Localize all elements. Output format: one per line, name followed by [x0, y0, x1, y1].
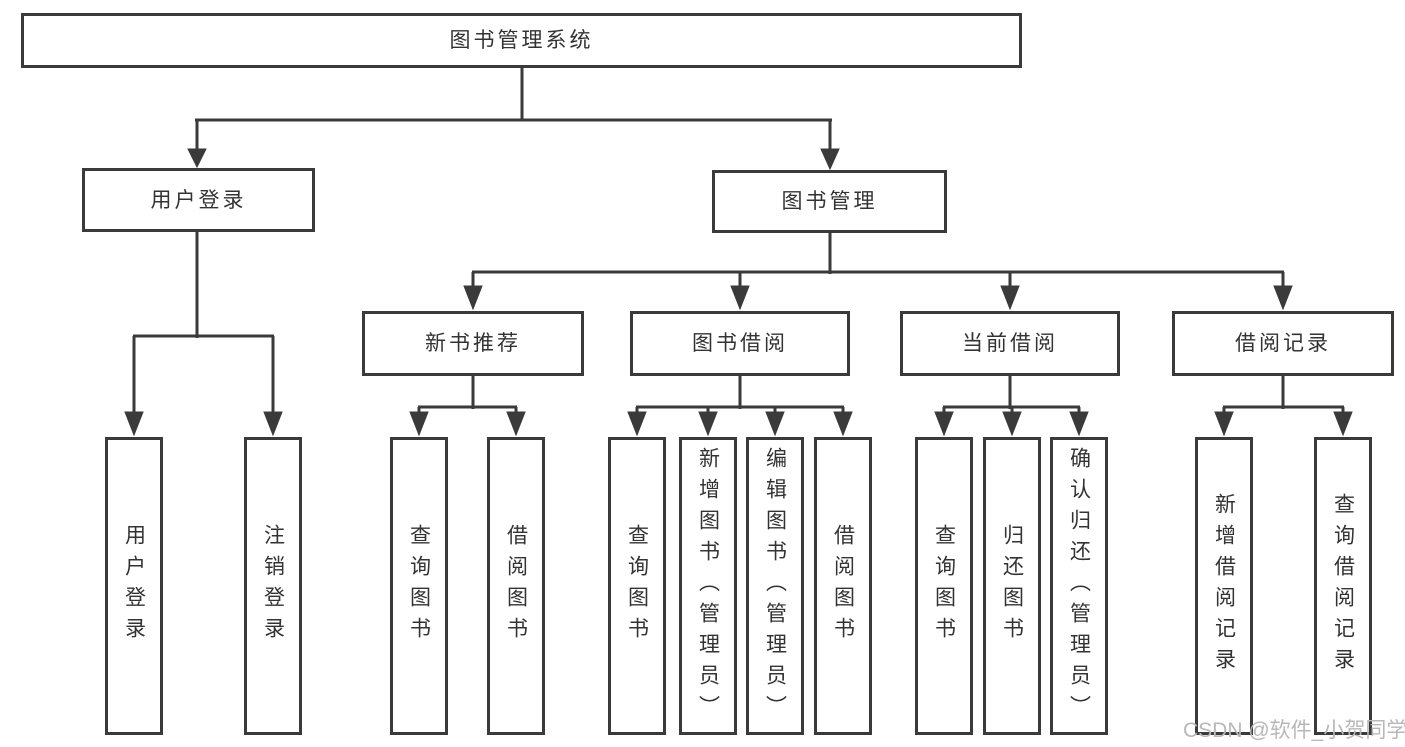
node-borrowing-records: 借阅记录: [1172, 311, 1394, 376]
node-root: 图书管理系统: [21, 13, 1022, 68]
leaf-query-books-recommend: 查询图书: [390, 437, 448, 735]
node-label: 注销登录: [261, 524, 285, 648]
node-label: 归还图书: [1000, 524, 1024, 648]
leaf-confirm-return-admin: 确认归还（管理员）: [1050, 437, 1108, 735]
node-label: 新增图书（管理员）: [696, 446, 720, 726]
node-label: 查询图书: [407, 524, 431, 648]
node-label: 查询图书: [625, 524, 649, 648]
leaf-query-borrow-record: 查询借阅记录: [1314, 437, 1372, 735]
leaf-borrow-books-recommend: 借阅图书: [487, 437, 545, 735]
node-label: 用户登录: [122, 524, 146, 648]
leaf-logout: 注销登录: [244, 437, 302, 735]
node-label: 借阅图书: [831, 524, 855, 648]
node-label: 借阅记录: [1235, 332, 1331, 355]
node-new-book-recommendation: 新书推荐: [362, 311, 584, 376]
node-label: 确认归还（管理员）: [1067, 446, 1091, 726]
node-current-borrowing: 当前借阅: [900, 311, 1120, 376]
node-label: 图书借阅: [692, 332, 788, 355]
node-label: 编辑图书（管理员）: [763, 446, 787, 726]
node-label: 新书推荐: [425, 332, 521, 355]
leaf-user-login: 用户登录: [105, 437, 163, 735]
leaf-add-book-admin: 新增图书（管理员）: [679, 437, 737, 735]
node-book-borrowing: 图书借阅: [630, 311, 850, 376]
node-label: 用户登录: [150, 188, 247, 212]
node-user-login-branch: 用户登录: [82, 168, 315, 232]
leaf-query-books-borrowing: 查询图书: [608, 437, 666, 735]
node-label: 查询图书: [932, 524, 956, 648]
node-label: 当前借阅: [962, 332, 1058, 355]
node-book-management-branch: 图书管理: [712, 170, 947, 233]
leaf-return-book: 归还图书: [983, 437, 1041, 735]
leaf-add-borrow-record: 新增借阅记录: [1195, 437, 1253, 735]
leaf-edit-book-admin: 编辑图书（管理员）: [746, 437, 804, 735]
node-label: 新增借阅记录: [1212, 493, 1236, 679]
node-label: 查询借阅记录: [1331, 493, 1355, 679]
node-label: 图书管理: [781, 190, 878, 213]
csdn-watermark: CSDN @软件_小贺同学: [1183, 719, 1405, 742]
leaf-query-books-current: 查询图书: [915, 437, 973, 735]
node-label: 图书管理系统: [449, 29, 594, 52]
leaf-borrow-books-borrowing: 借阅图书: [814, 437, 872, 735]
node-label: 借阅图书: [504, 524, 528, 648]
